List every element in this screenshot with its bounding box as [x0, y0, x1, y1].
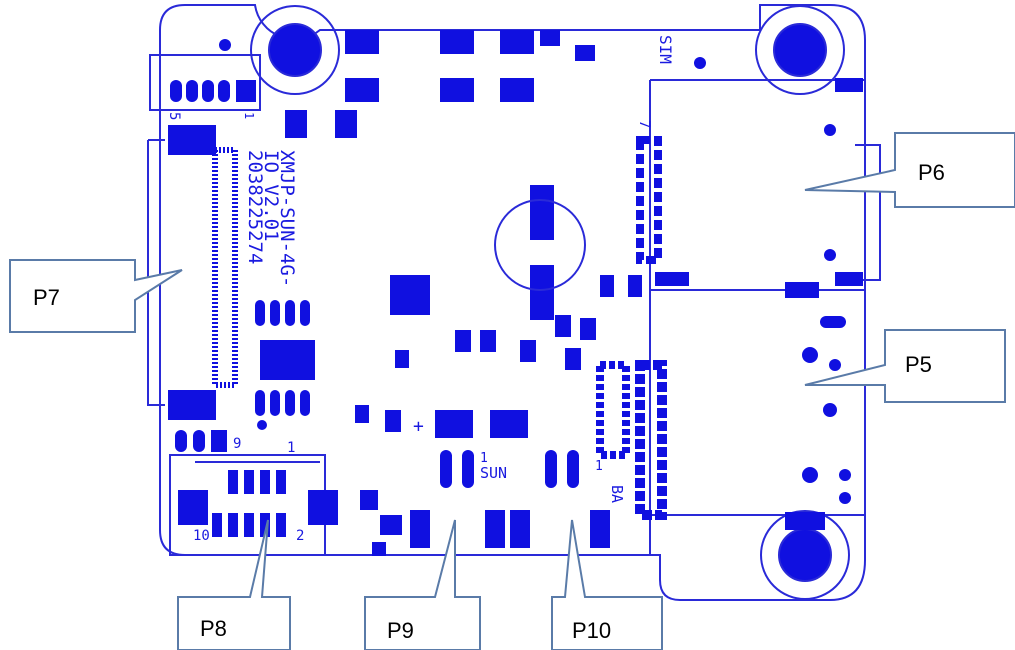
callout-box-p10: [551, 519, 663, 650]
mount-hole-bottom-right-pad: [778, 528, 832, 582]
callout-box-p9: [364, 519, 481, 650]
mount-hole-top-left: [250, 5, 340, 95]
silkscreen-text: XMJP-SUN-4G- IO V2.01 2038225274 SIM SUN…: [166, 35, 675, 544]
callout-box-p6: [804, 132, 1015, 208]
callout-label-p8: P8: [200, 616, 227, 641]
callout-label-p6: P6: [918, 160, 945, 185]
board-name-line3: 2038225274: [244, 150, 266, 264]
copper-pads: [149, 30, 863, 556]
board-name-line2: IO V2.01: [260, 150, 282, 242]
ba-label: BA: [608, 485, 626, 503]
pin-label-1-top: 1: [242, 112, 256, 119]
plus-left: +: [413, 416, 424, 437]
mount-hole-bottom-right: [760, 510, 850, 600]
pin-label-9: 9: [233, 436, 241, 452]
pin-label-1-sun: 1: [480, 451, 488, 466]
sun-label: SUN: [480, 464, 507, 482]
callout-label-p9: P9: [387, 618, 414, 643]
sim-label: SIM: [656, 35, 675, 64]
pin-label-7: 7: [636, 120, 652, 128]
pin-label-10: 10: [193, 528, 210, 544]
callouts: P6 P7 P5 P8 P9 P10: [9, 132, 1015, 650]
pin-label-1-ba: 1: [595, 459, 603, 474]
mount-hole-top-right: [755, 5, 845, 95]
callout-label-p10: P10: [572, 618, 611, 643]
mount-hole-top-left-pad: [268, 23, 322, 77]
pin-label-2: 2: [296, 528, 304, 544]
callout-label-p7: P7: [33, 285, 60, 310]
callout-box-p5: [804, 329, 1006, 403]
callout-box-p7: [9, 259, 183, 333]
pin-label-1-mid: 1: [287, 440, 295, 456]
plus-cap: +: [565, 266, 573, 282]
callout-label-p5: P5: [905, 352, 932, 377]
board-name-line1: XMJP-SUN-4G-: [276, 150, 298, 287]
pin-label-5: 5: [166, 112, 182, 120]
callout-box-p8: [177, 519, 291, 650]
mount-hole-top-right-pad: [773, 23, 827, 77]
